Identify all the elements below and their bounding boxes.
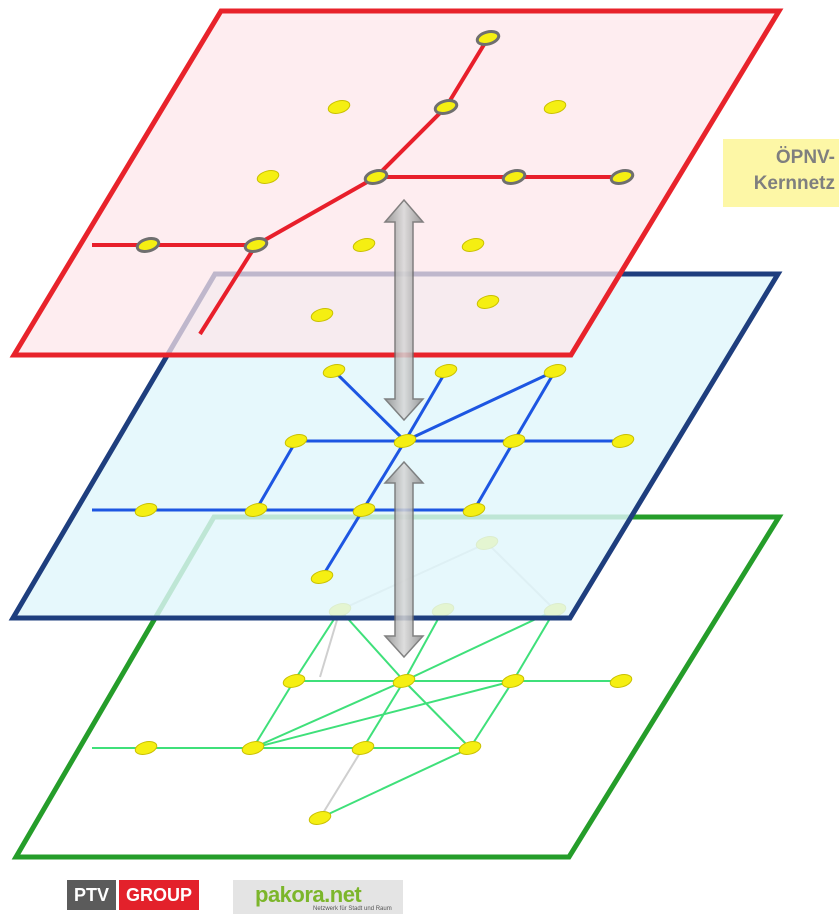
- top-station-node: [135, 237, 161, 253]
- top-red-lines: [92, 36, 622, 336]
- top-network-layer: [9, 8, 784, 358]
- middle-node: [393, 434, 417, 448]
- bottom-node: [458, 741, 482, 755]
- top-station-node: [475, 30, 501, 46]
- top-station-node: [609, 169, 635, 185]
- top-node: [461, 238, 485, 252]
- top-node: [543, 100, 567, 114]
- group-logo-text: GROUP: [119, 880, 200, 910]
- middle-node: [543, 364, 567, 378]
- middle-network-layer: [8, 271, 783, 621]
- middle-node: [310, 570, 334, 584]
- bottom-node: [351, 741, 375, 755]
- top-node: [256, 170, 280, 184]
- middle-nodes: [134, 364, 635, 584]
- pakora-logo: pakora.net Netzwerk für Stadt und Raum: [233, 880, 403, 914]
- middle-node: [134, 503, 158, 517]
- bottom-green-lines: [92, 609, 621, 819]
- upper-double-arrow: [383, 198, 425, 422]
- bottom-node: [308, 811, 332, 825]
- callout-line-2: Kernnetz: [753, 173, 835, 194]
- top-layer-plane: [9, 8, 784, 358]
- bottom-node: [134, 741, 158, 755]
- bottom-node: [392, 674, 416, 688]
- layer-callout-label: ÖPNV- Kernnetz: [723, 139, 839, 207]
- top-node: [352, 238, 376, 252]
- ptv-logo-text: PTV: [67, 880, 117, 910]
- top-station-nodes: [135, 30, 635, 253]
- top-node: [476, 295, 500, 309]
- ptv-group-logo: PTV GROUP: [67, 880, 200, 910]
- bottom-node: [609, 674, 633, 688]
- top-station-node: [363, 169, 389, 185]
- top-node: [327, 100, 351, 114]
- top-station-node: [433, 99, 459, 115]
- middle-node: [352, 503, 376, 517]
- middle-node: [434, 364, 458, 378]
- middle-node: [462, 503, 486, 517]
- bottom-node: [501, 674, 525, 688]
- bottom-node: [241, 741, 265, 755]
- middle-node: [502, 434, 526, 448]
- top-station-node: [501, 169, 527, 185]
- callout-line-1: ÖPNV-: [775, 147, 835, 168]
- middle-node: [244, 503, 268, 517]
- top-station-node: [243, 237, 269, 253]
- pakora-name: pakora.net: [255, 882, 362, 907]
- top-plain-nodes: [256, 100, 567, 322]
- middle-node: [322, 364, 346, 378]
- top-node: [310, 308, 334, 322]
- pakora-tagline: Netzwerk für Stadt und Raum: [313, 906, 392, 912]
- middle-node: [611, 434, 635, 448]
- middle-node: [284, 434, 308, 448]
- bottom-node: [282, 674, 306, 688]
- lower-double-arrow: [383, 460, 425, 659]
